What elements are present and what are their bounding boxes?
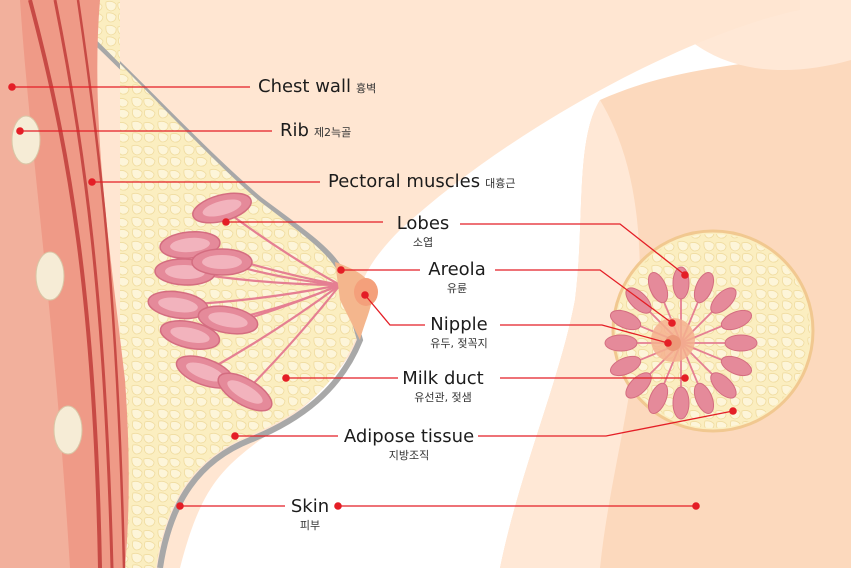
label-pectoral: Pectoral muscles 대흉근 bbox=[328, 172, 515, 194]
milk-duct-line bbox=[204, 284, 341, 373]
leader-line bbox=[460, 223, 686, 276]
leader-dot bbox=[222, 218, 230, 226]
rib-bone-3 bbox=[53, 405, 83, 455]
label-chest-wall: Chest wall 흉벽 bbox=[258, 77, 376, 99]
leader-dot bbox=[334, 502, 342, 510]
label-rib: Rib 제2늑골 bbox=[280, 121, 351, 143]
label-nipple-ko: 유두, 젖꼭지 bbox=[430, 337, 488, 350]
front-lobe-blob bbox=[604, 334, 638, 352]
lobe-highlight bbox=[158, 297, 198, 313]
front-lobe-blob bbox=[724, 334, 758, 352]
label-areola: Areola 유륜 bbox=[428, 260, 485, 296]
leader-dot bbox=[16, 127, 24, 135]
front-lobe-blob bbox=[693, 382, 715, 415]
label-adipose: Adipose tissue 지방조직 bbox=[344, 427, 474, 463]
leader-dot bbox=[231, 432, 239, 440]
rib-bone-1 bbox=[11, 115, 41, 165]
leader-line bbox=[500, 324, 669, 344]
label-chest-wall-ko: 흉벽 bbox=[355, 82, 377, 95]
leader-dot bbox=[361, 291, 369, 299]
front-lobe-blob bbox=[609, 309, 642, 331]
leader-dot bbox=[337, 266, 345, 274]
leader-dot bbox=[681, 374, 689, 382]
front-lobe-blob bbox=[720, 355, 753, 377]
lobe-highlight bbox=[170, 326, 210, 344]
label-chest-wall-en: Chest wall bbox=[258, 76, 351, 97]
muscle-stripe-3 bbox=[76, 0, 126, 568]
muscle-stripe-2 bbox=[53, 0, 114, 568]
front-lobe-blob bbox=[609, 355, 642, 377]
label-rib-ko: 제2늑골 bbox=[313, 126, 352, 139]
front-lobe-blob bbox=[720, 309, 753, 331]
label-skin: Skin 피부 bbox=[291, 497, 329, 533]
label-nipple-en: Nipple bbox=[430, 314, 488, 335]
leader-dot bbox=[8, 83, 16, 91]
lobe-highlight bbox=[227, 380, 263, 404]
leader-dot bbox=[664, 339, 672, 347]
lobe-highlight bbox=[202, 255, 242, 269]
rib-bone-2 bbox=[35, 251, 65, 301]
milk-duct-line bbox=[244, 284, 341, 393]
label-nipple: Nipple 유두, 젖꼭지 bbox=[430, 315, 488, 351]
cross-section-figure bbox=[0, 0, 800, 568]
label-areola-ko: 유륜 bbox=[446, 282, 468, 295]
leader-lines bbox=[8, 83, 737, 510]
label-pectoral-ko: 대흉근 bbox=[485, 177, 516, 190]
label-lobes-en: Lobes bbox=[396, 213, 450, 234]
front-lobe-blob bbox=[672, 386, 690, 420]
leader-line bbox=[364, 294, 425, 326]
label-milk-duct: Milk duct 유선관, 젖샘 bbox=[402, 369, 483, 405]
label-skin-en: Skin bbox=[290, 496, 330, 517]
label-rib-en: Rib bbox=[280, 120, 309, 141]
label-areola-en: Areola bbox=[428, 259, 486, 280]
front-lobe-blob bbox=[647, 382, 669, 415]
arm-side bbox=[500, 100, 640, 568]
label-milk-duct-en: Milk duct bbox=[402, 368, 484, 389]
label-adipose-en: Adipose tissue bbox=[343, 426, 475, 447]
side-lobes bbox=[147, 192, 273, 412]
leader-line bbox=[495, 269, 673, 324]
leader-line bbox=[478, 410, 734, 437]
leader-dot bbox=[668, 319, 676, 327]
label-skin-ko: 피부 bbox=[299, 519, 321, 532]
lobe-highlight bbox=[202, 199, 242, 217]
front-lobe-blob bbox=[625, 372, 652, 399]
lobe-highlight bbox=[170, 237, 210, 253]
label-pectoral-en: Pectoral muscles bbox=[328, 171, 481, 192]
label-adipose-ko: 지방조직 bbox=[388, 449, 430, 462]
lobe-highlight bbox=[208, 312, 248, 328]
front-lobe-blob bbox=[710, 372, 737, 399]
leader-dot bbox=[176, 502, 184, 510]
muscle-stripe-1 bbox=[28, 0, 102, 568]
leader-dot bbox=[88, 178, 96, 186]
leader-dot bbox=[729, 407, 737, 415]
label-milk-duct-ko: 유선관, 젖샘 bbox=[414, 391, 472, 404]
lobe-highlight bbox=[186, 362, 224, 382]
label-lobes-ko: 소엽 bbox=[412, 236, 434, 249]
fat-region bbox=[55, 0, 356, 568]
front-lobe-blob bbox=[693, 271, 715, 304]
label-lobes: Lobes 소엽 bbox=[397, 214, 450, 250]
leader-dot bbox=[681, 271, 689, 279]
front-nipple bbox=[665, 335, 681, 351]
leader-dot bbox=[692, 502, 700, 510]
front-lobe-blob bbox=[647, 271, 669, 304]
front-lobe-blob bbox=[710, 287, 737, 314]
leader-dot bbox=[282, 374, 290, 382]
